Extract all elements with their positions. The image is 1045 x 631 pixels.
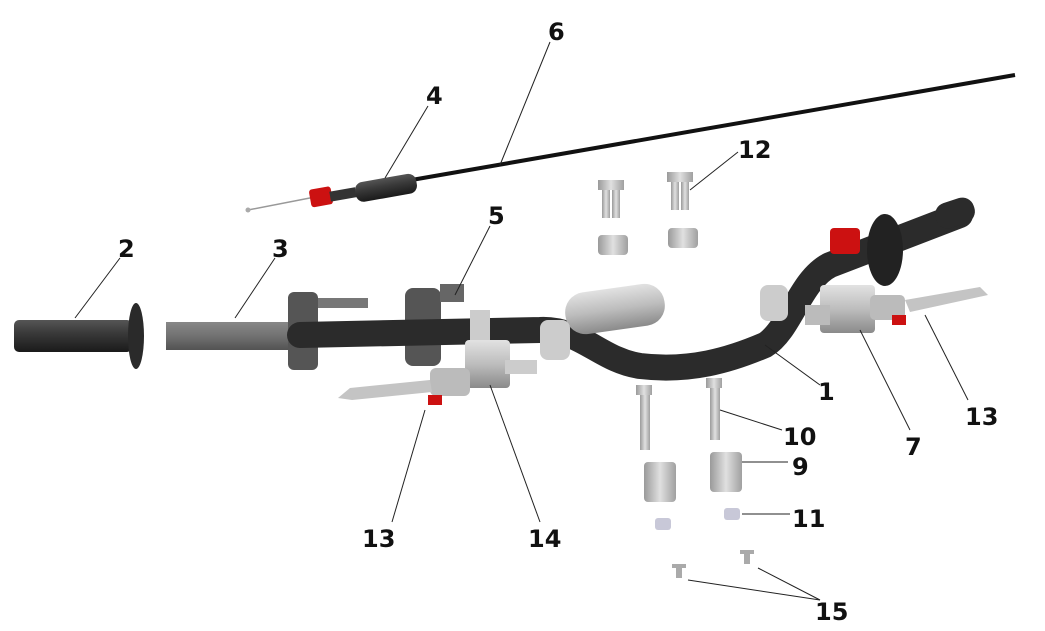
callout-3: 3: [272, 235, 289, 263]
callout-6: 6: [548, 18, 565, 46]
leader-lines: [74, 41, 969, 601]
cable-adjuster-part-4: [245, 173, 417, 213]
callout-2: 2: [118, 235, 135, 263]
master-cylinder-part-14: [338, 310, 537, 405]
callout-12: 12: [738, 136, 771, 164]
callout-14: 14: [528, 525, 561, 553]
crossbar-pad: [540, 283, 788, 360]
handlebar-part-1: [287, 202, 973, 381]
callout-13-right: 13: [965, 403, 998, 431]
right-grip-flange: [867, 214, 903, 286]
callout-5: 5: [488, 202, 505, 230]
clamps-part-12: [598, 172, 698, 255]
callout-15: 15: [815, 598, 848, 626]
callout-9: 9: [792, 453, 809, 481]
callout-4: 4: [426, 82, 443, 110]
callout-1: 1: [818, 378, 835, 406]
risers-and-bolts: [636, 378, 754, 578]
kill-switch: [830, 228, 860, 254]
callout-11: 11: [792, 505, 825, 533]
callout-7: 7: [905, 433, 922, 461]
clutch-perch-part-7: [805, 285, 988, 333]
grip-part-2: [14, 303, 144, 369]
callout-13-left: 13: [362, 525, 395, 553]
callout-10: 10: [783, 423, 816, 451]
right-grip: [935, 197, 975, 229]
throttle-tube-part-3: [166, 322, 296, 350]
throttle-cable: [399, 73, 1016, 184]
